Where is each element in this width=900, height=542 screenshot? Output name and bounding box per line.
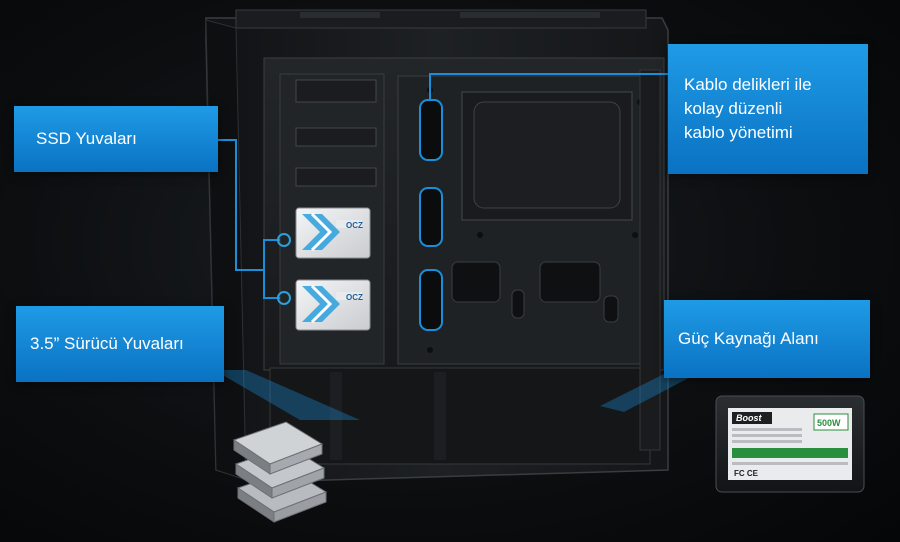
psu-brand-label: Boost [736, 413, 763, 423]
hdd-stack [232, 421, 328, 523]
ssd-brand-label-2: OCZ [346, 293, 363, 302]
ssd-brand-label: OCZ [346, 221, 363, 230]
cable-leader-lines [429, 73, 668, 100]
ssd-marker-bottom [277, 291, 291, 305]
psu-area-label: Güç Kaynağı Alanı [678, 329, 819, 348]
cable-management-line-2: kolay düzenli [684, 99, 783, 118]
hdd-beam [214, 370, 360, 420]
cable-management-line-1: Kablo delikleri ile [684, 75, 812, 94]
ssd-slots-label: SSD Yuvaları [36, 129, 137, 148]
ssd-slots-callout: SSD Yuvaları [14, 106, 218, 172]
hdd-bays-label: 3.5” Sürücü Yuvaları [30, 334, 184, 353]
psu-wattage-label: 500W [817, 418, 841, 428]
computer-case [205, 9, 669, 483]
psu-beam [600, 368, 700, 412]
psu-cert-label: FC CE [734, 469, 759, 478]
ssd-drive-bottom [295, 279, 371, 331]
ssd-drive-top [295, 207, 371, 259]
cable-management-line-3: kablo yönetimi [684, 123, 793, 142]
hdd-bays-callout: 3.5” Sürücü Yuvaları [16, 306, 224, 382]
psu-area-callout: Güç Kaynağı Alanı [664, 300, 870, 378]
ssd-marker-top [277, 233, 291, 247]
power-supply-unit [715, 395, 865, 493]
ssd-leader-lines [218, 139, 280, 299]
cable-management-callout: Kablo delikleri ile kolay düzenli kablo … [668, 44, 868, 174]
